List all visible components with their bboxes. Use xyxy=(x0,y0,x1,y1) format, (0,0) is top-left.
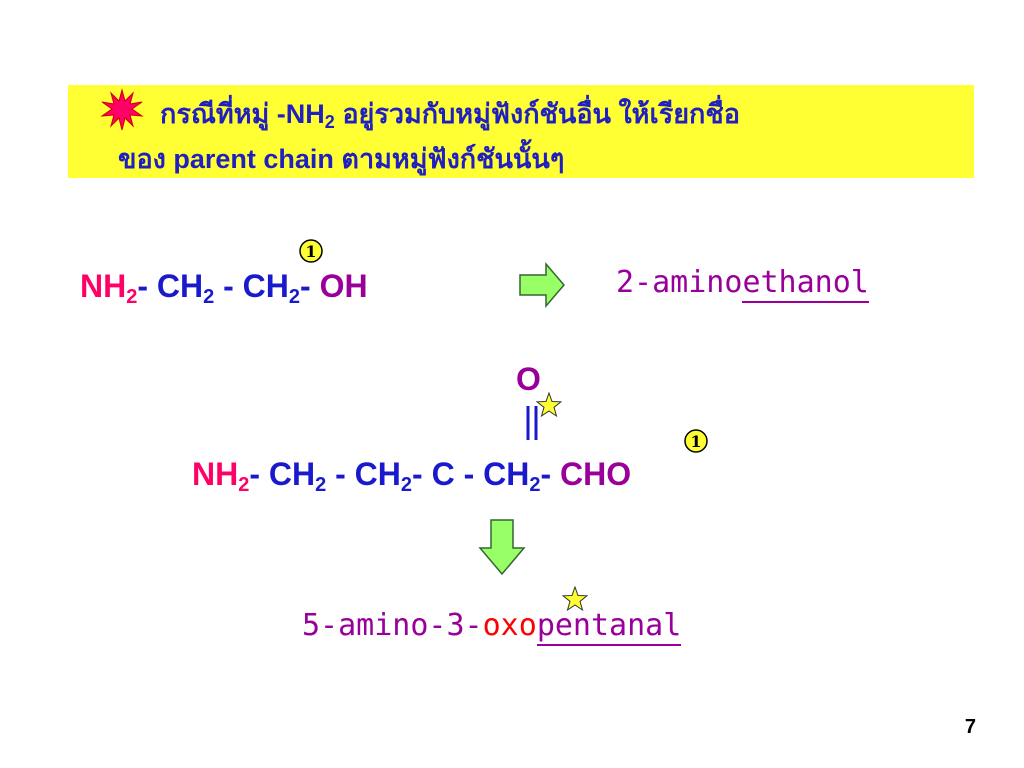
page-number: 7 xyxy=(964,716,976,738)
formula-aminooxopentanal: NH2- CH2 - CH2- C - CH2- CHO xyxy=(192,456,632,496)
name-aminooxopentanal: 5-amino-3-oxopentanal xyxy=(302,608,682,646)
name-aminoethanol: 2-aminoethanol xyxy=(616,265,869,303)
locant-circle-2: 1 xyxy=(684,429,708,453)
banner-line-1: กรณีที่หมู่ -NH2 อยู่รวมกับหมู่ฟังก์ชันอ… xyxy=(160,99,740,132)
burst-icon xyxy=(100,88,144,131)
svg-text:1: 1 xyxy=(305,242,316,261)
banner-line-2: ของ parent chain ตามหมู่ฟังก์ชันนั้นๆ xyxy=(118,144,565,174)
star-icon xyxy=(562,586,588,612)
svg-text:1: 1 xyxy=(690,432,701,451)
star-icon xyxy=(536,392,562,418)
locant-circle-1: 1 xyxy=(299,239,323,263)
double-bond xyxy=(526,406,538,440)
header-banner xyxy=(68,85,974,178)
right-arrow-icon xyxy=(519,262,565,308)
down-arrow-icon xyxy=(478,519,526,576)
formula-aminoethanol: NH2- CH2 - CH2- OH xyxy=(80,268,368,308)
carbonyl-oxygen: O xyxy=(516,361,541,397)
